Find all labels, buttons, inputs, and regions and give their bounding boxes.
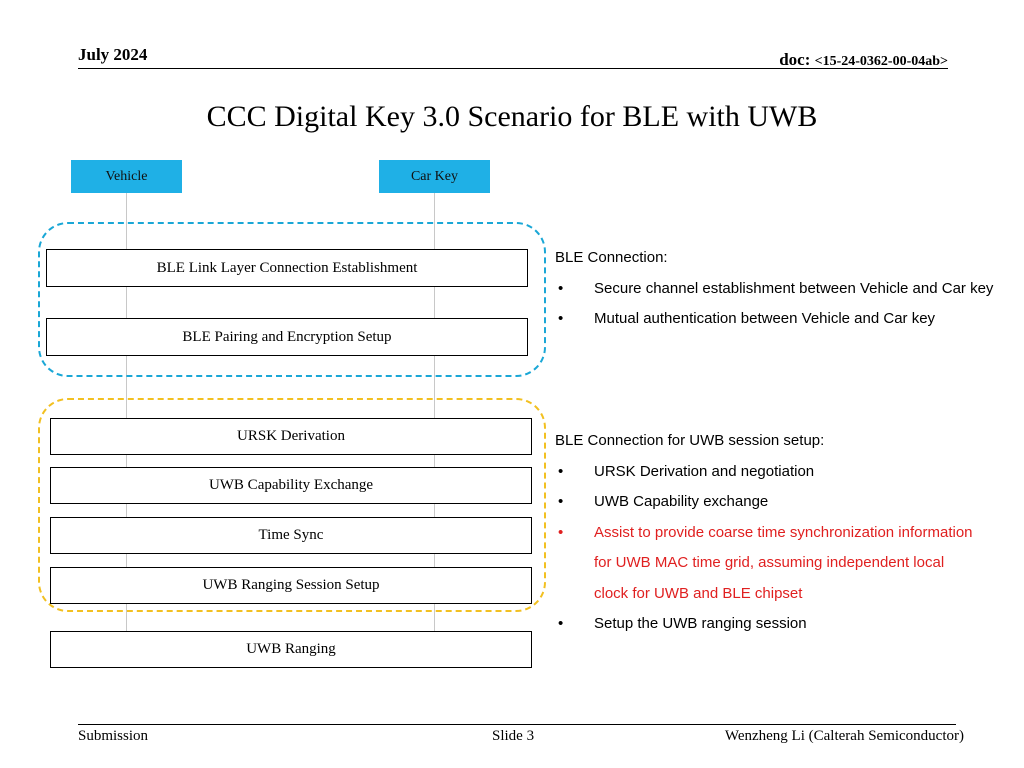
ble-notes-heading: BLE Connection: — [555, 249, 668, 266]
list-item: Setup the UWB ranging session — [555, 609, 980, 640]
list-item: URSK Derivation and negotiation — [555, 457, 980, 488]
footer-submission: Submission — [78, 728, 149, 744]
list-item: UWB Capability exchange — [555, 487, 980, 518]
ble-notes: BLE Connection: Secure channel establish… — [555, 243, 995, 335]
vehicle-lifeline — [126, 193, 127, 631]
car-key-lifeline — [434, 193, 435, 631]
step-uwb-capability: UWB Capability Exchange — [50, 467, 532, 504]
uwb-setup-group — [38, 398, 546, 612]
vehicle-actor: Vehicle — [71, 160, 182, 193]
list-item-highlight: Assist to provide coarse time synchroniz… — [555, 518, 980, 610]
step-ble-link-layer: BLE Link Layer Connection Establishment — [46, 249, 528, 287]
slide-title: CCC Digital Key 3.0 Scenario for BLE wit… — [206, 100, 818, 133]
header-rule — [78, 68, 948, 69]
step-uwb-ranging: UWB Ranging — [50, 631, 532, 668]
step-uwb-session-setup: UWB Ranging Session Setup — [50, 567, 532, 604]
list-item: Secure channel establishment between Veh… — [555, 274, 995, 305]
ble-notes-list: Secure channel establishment between Veh… — [555, 274, 995, 335]
header-doc-id: doc: <15-24-0362-00-04ab> — [779, 50, 948, 70]
footer-author: Wenzheng Li (Calterah Semiconductor) — [724, 728, 964, 744]
step-ble-pairing: BLE Pairing and Encryption Setup — [46, 318, 528, 356]
doc-number: <15-24-0362-00-04ab> — [814, 54, 948, 69]
footer-slide-number: Slide 3 — [492, 728, 535, 744]
list-item: Mutual authentication between Vehicle an… — [555, 304, 995, 335]
doc-prefix: doc: — [779, 50, 815, 69]
step-time-sync: Time Sync — [50, 517, 532, 554]
step-ursk-derivation: URSK Derivation — [50, 418, 532, 455]
ble-connection-group — [38, 222, 546, 377]
uwb-notes: BLE Connection for UWB session setup: UR… — [555, 426, 980, 640]
car-key-actor: Car Key — [379, 160, 490, 193]
uwb-notes-list: URSK Derivation and negotiation UWB Capa… — [555, 457, 980, 640]
uwb-notes-heading: BLE Connection for UWB session setup: — [555, 432, 825, 449]
header-date: July 2024 — [78, 45, 148, 64]
footer-rule — [78, 724, 956, 725]
